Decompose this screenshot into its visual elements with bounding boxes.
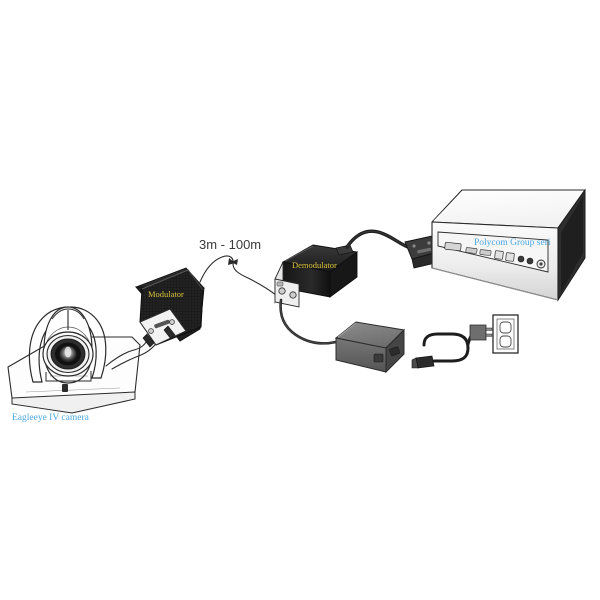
demodulator-label: Demodulator <box>292 260 337 270</box>
modulator-port-1 <box>148 328 154 334</box>
codec-port-lan-1 <box>494 250 504 260</box>
psu-iec-inlet <box>373 353 384 363</box>
modulator-plugs <box>142 325 176 348</box>
modulator-label: Modulator <box>148 289 184 299</box>
codec-port-dvi <box>444 241 462 252</box>
psu-dc-socket <box>389 346 400 357</box>
power-cord <box>411 324 493 369</box>
distance-label: 3m - 100m <box>199 237 261 252</box>
power-cord-iec-plug <box>415 355 435 369</box>
codec-label: Polycom Group seri <box>474 238 551 248</box>
demodulator-top-connector <box>335 244 354 256</box>
cable-modulator-to-demodulator: 3m - 100m <box>199 237 277 296</box>
polycom-group-series-codec: Polycom Group seri <box>431 188 586 302</box>
cable-demodulator-to-codec <box>345 229 410 249</box>
demodulator-port-2 <box>289 291 297 299</box>
wall-outlet-socket-bottom <box>499 335 512 348</box>
modulator-connector-panel <box>139 308 187 346</box>
codec-rear-port-panel <box>437 231 549 273</box>
demodulator: Demodulator <box>274 244 359 308</box>
codec-port-hdmi-2 <box>479 249 492 256</box>
modulator: Modulator <box>134 267 205 348</box>
codec-port-audio-1 <box>517 255 525 263</box>
cable-camera-to-modulator <box>105 337 159 370</box>
camera-base-foot <box>62 384 68 392</box>
power-adapter <box>334 321 406 374</box>
power-cord-wall-plug <box>469 324 493 341</box>
demodulator-port-1 <box>278 287 286 295</box>
modulator-port-2 <box>169 319 175 325</box>
codec-port-hdmi-1 <box>465 247 478 254</box>
camera-label: Eagleeye IV camera <box>12 413 90 423</box>
cable-demodulator-to-psu <box>279 298 338 345</box>
camera-lens <box>42 331 94 377</box>
camera-front-panel <box>45 371 92 382</box>
wall-outlet <box>492 314 519 354</box>
wall-outlet-socket-top <box>499 321 512 334</box>
eagleeye-iv-camera: Eagleeye IV camera <box>7 306 141 423</box>
codec-port-audio-2 <box>526 257 534 265</box>
codec-port-lan-2 <box>505 252 515 262</box>
